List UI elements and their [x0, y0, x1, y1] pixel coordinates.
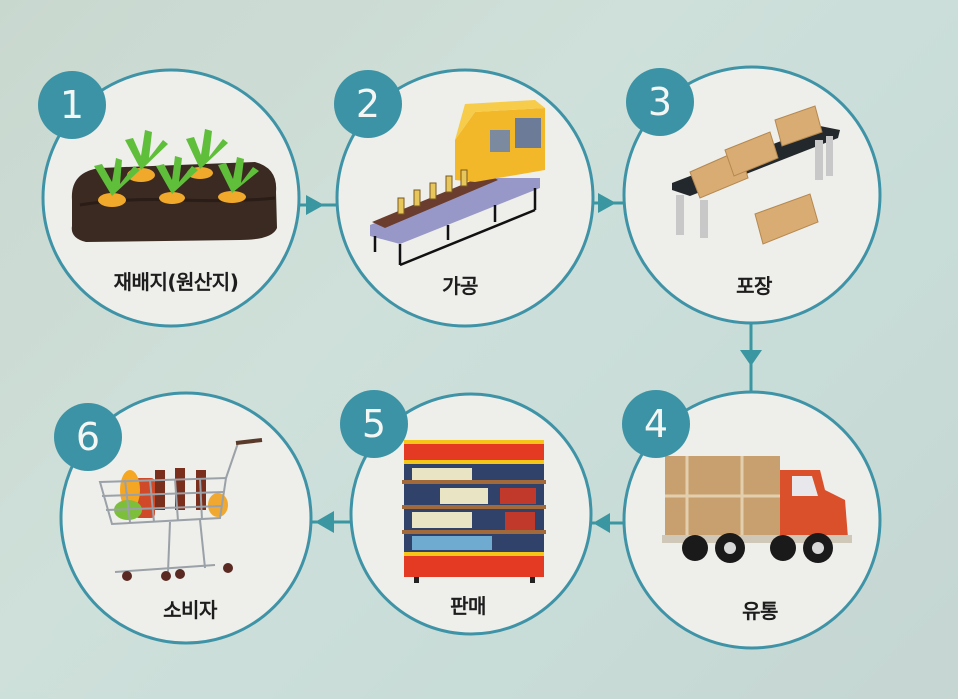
arrow-5-to-6: [311, 511, 351, 533]
carrot-field-icon: [71, 129, 278, 242]
store-shelf-icon: [402, 440, 546, 583]
step-2-label: 가공: [442, 274, 478, 298]
step-6-badge: [54, 403, 122, 471]
step-5-label: 판매: [450, 594, 486, 618]
arrow-2-to-3: [593, 193, 626, 213]
step-3-label: 포장: [736, 274, 772, 298]
packing-boxes-icon: [672, 105, 840, 245]
shopping-cart-icon: [98, 438, 263, 581]
step-3-number: 3: [647, 80, 673, 124]
connectors: [299, 193, 762, 533]
delivery-truck-icon: [662, 456, 852, 563]
step-3-badge: [626, 68, 694, 136]
badges: [38, 68, 694, 471]
step-4-label: 유통: [742, 599, 778, 623]
step-6-circle: [59, 391, 313, 645]
step-5-number: 5: [361, 402, 387, 446]
step-4-number: 4: [643, 402, 669, 446]
arrow-4-to-5: [591, 513, 624, 533]
step-6-number: 6: [75, 415, 101, 459]
step-1-badge: [38, 71, 106, 139]
step-2-number: 2: [355, 82, 381, 126]
step-1-number: 1: [59, 83, 85, 127]
arrow-1-to-2: [299, 195, 338, 215]
arrow-3-to-4: [740, 323, 762, 402]
step-2-badge: [334, 70, 402, 138]
step-1-label: 재배지(원산지): [113, 270, 239, 294]
step-6-label: 소비자: [163, 598, 217, 622]
conveyor-belt-icon: [370, 100, 545, 267]
step-5-badge: [340, 390, 408, 458]
step-4-badge: [622, 390, 690, 458]
